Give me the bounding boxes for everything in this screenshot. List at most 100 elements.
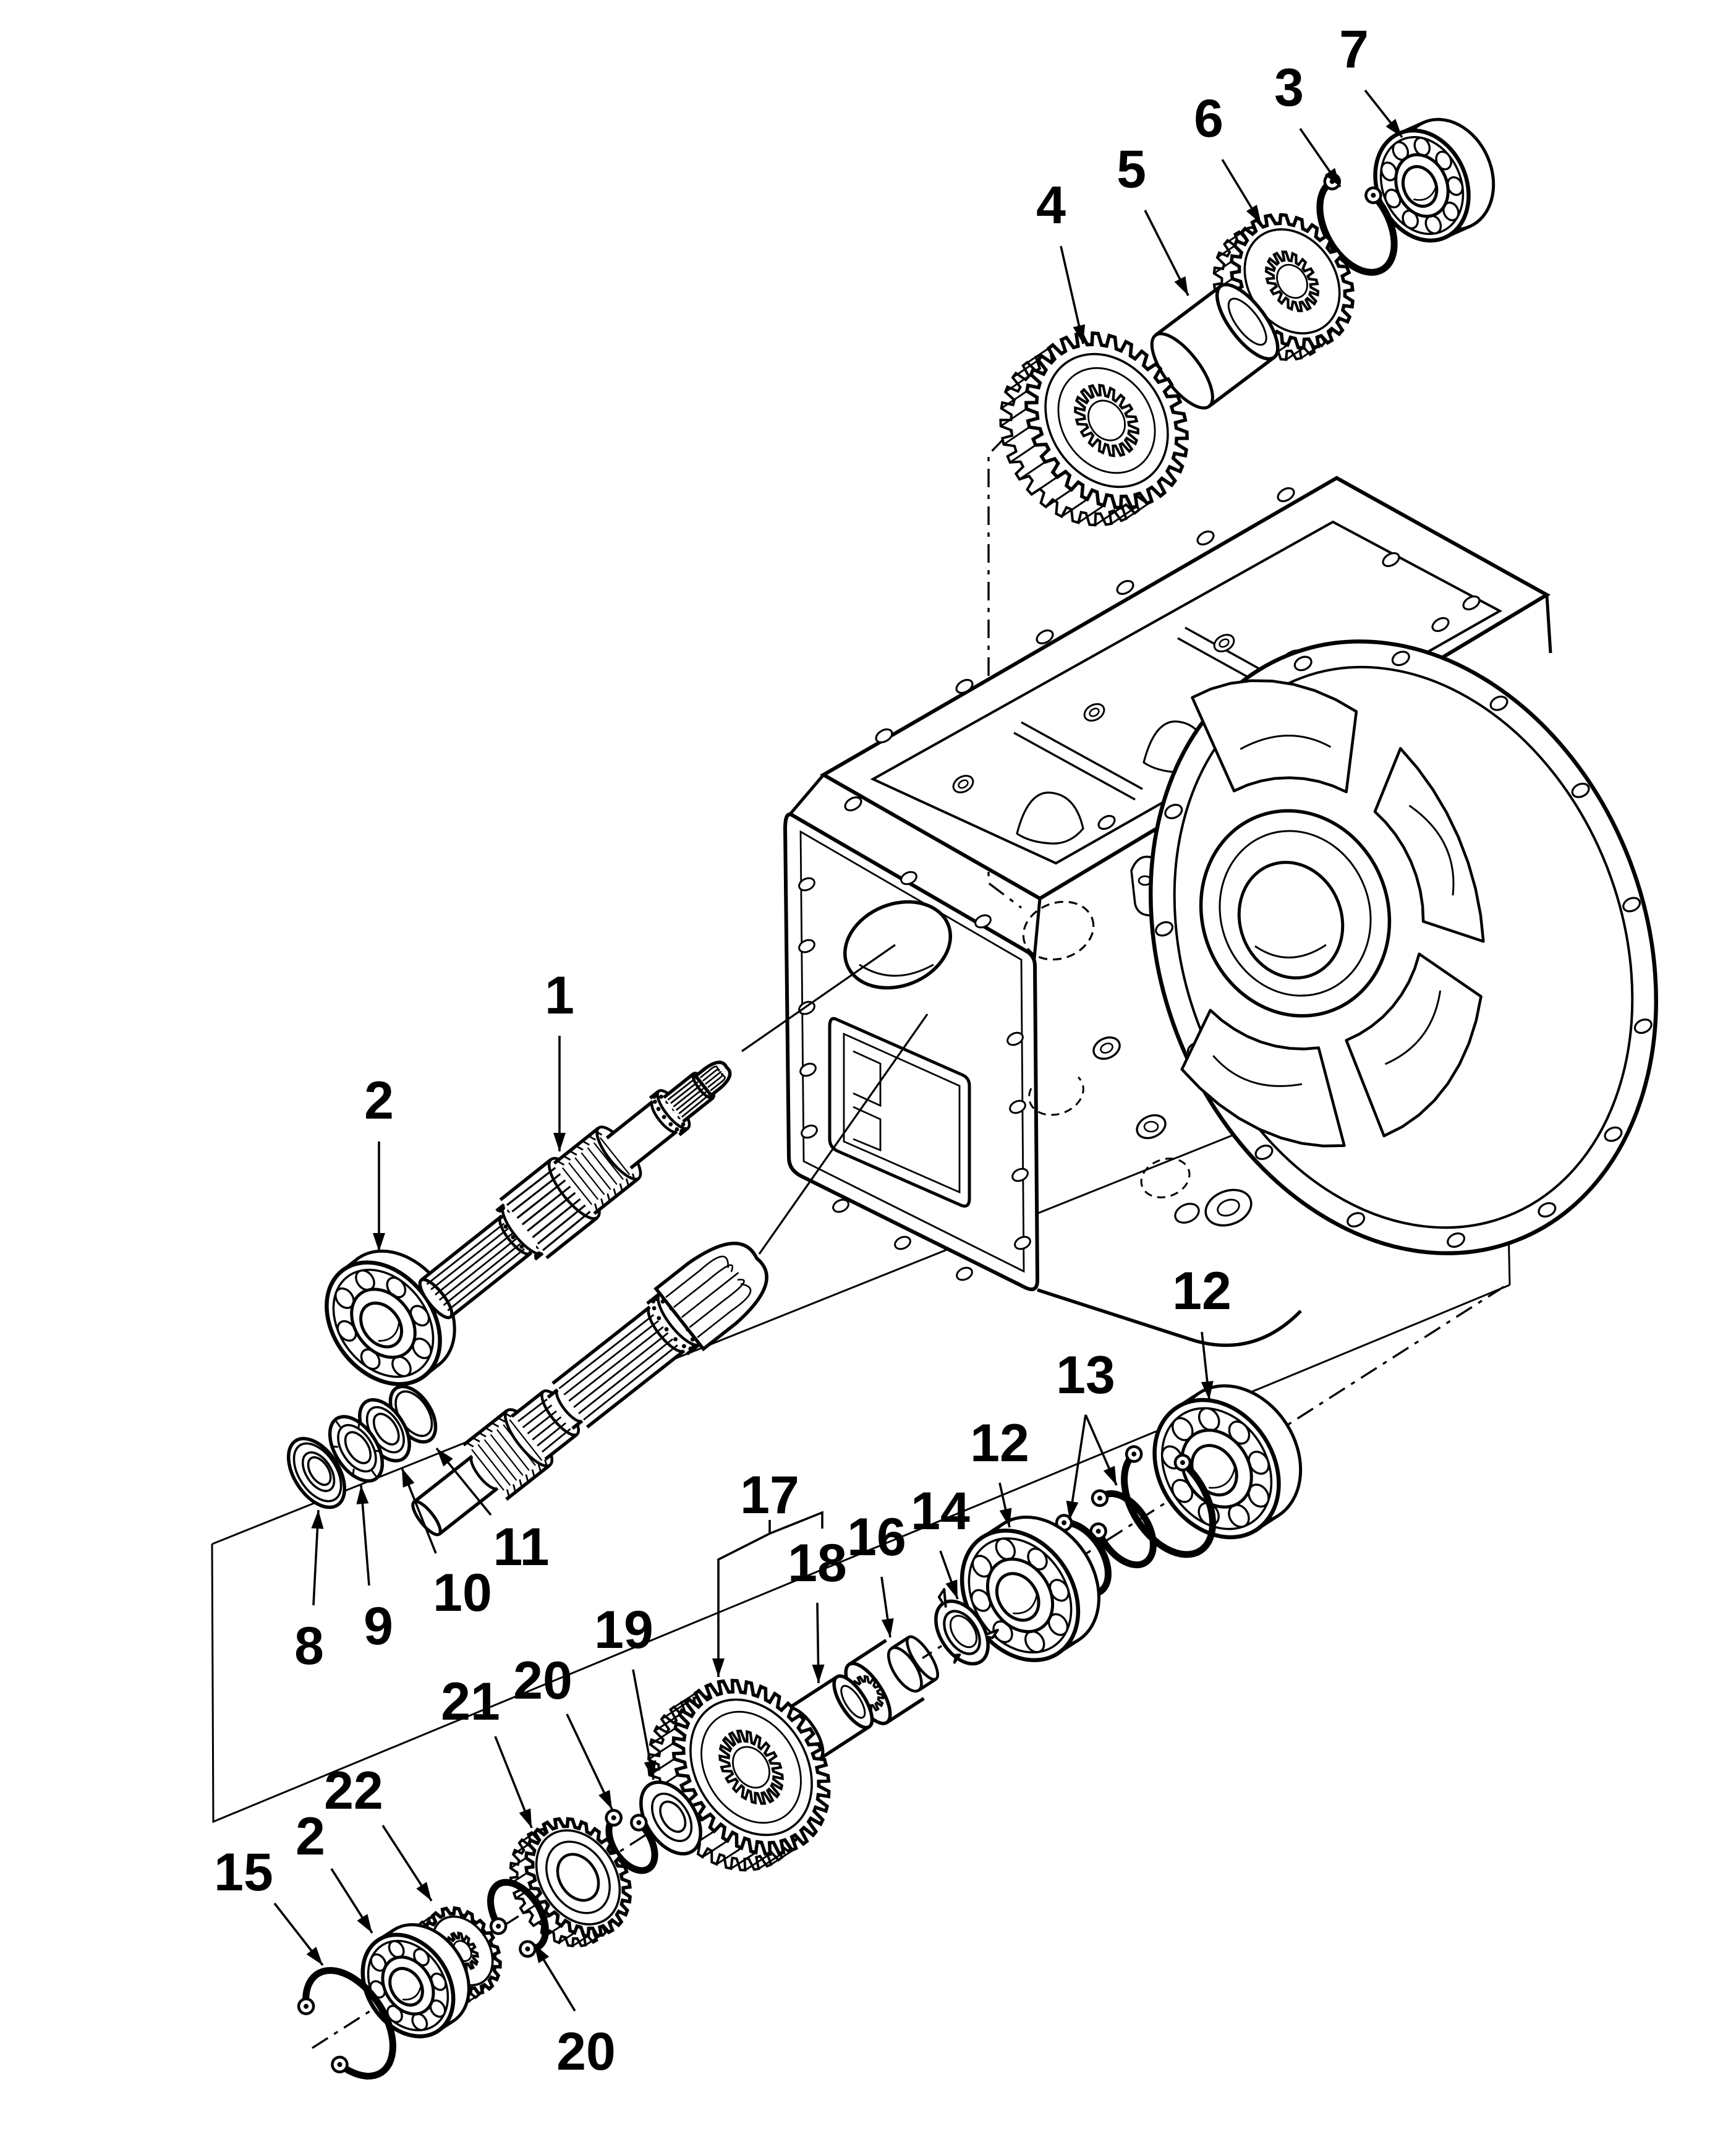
callout-number: 3 xyxy=(1274,58,1304,117)
part-snap-ring-20a xyxy=(605,1809,658,1874)
callout-number: 14 xyxy=(911,1482,970,1541)
leader-arrowhead xyxy=(1324,168,1340,187)
callout-number: 21 xyxy=(441,1672,500,1731)
part-bearing-2-lower xyxy=(360,1923,470,2039)
callout-number: 2 xyxy=(364,1071,394,1130)
leader-arrowhead xyxy=(1073,324,1086,344)
part-gear-4 xyxy=(999,331,1189,527)
transmission-case xyxy=(783,476,1658,1347)
callout-number: 11 xyxy=(493,1517,550,1577)
leader-arrowhead xyxy=(519,1808,532,1828)
part-snap-ring-15 xyxy=(297,1966,396,2080)
callout-15-23: 15 xyxy=(214,1843,324,1966)
leader-arrowhead xyxy=(1201,1381,1214,1400)
callout-number: 4 xyxy=(1036,176,1066,235)
part-pto-main-shaft xyxy=(411,1242,768,1537)
callout-number: 12 xyxy=(970,1414,1029,1473)
leader-mainshaft-to-case xyxy=(758,1013,929,1255)
callout-18-17: 18 xyxy=(788,1534,847,1684)
leader-shaft1-to-bore xyxy=(741,944,896,1052)
leader-line xyxy=(717,1520,771,1677)
callout-number: 13 xyxy=(1056,1346,1115,1405)
callout-number: 9 xyxy=(364,1597,393,1656)
part-bearing-12-left xyxy=(959,1515,1100,1662)
callout-2-1: 2 xyxy=(364,1071,394,1252)
leader-arrowhead xyxy=(598,1790,612,1809)
callout-13-12: 13 xyxy=(1056,1346,1118,1521)
leader-arrowhead xyxy=(306,1947,323,1965)
callout-14-14: 14 xyxy=(911,1482,970,1600)
leader-line xyxy=(632,1669,655,1780)
flange-window xyxy=(1191,679,1358,793)
part-gear-21 xyxy=(509,1817,632,1948)
callout-4-2: 4 xyxy=(1036,176,1086,344)
leader-arrowhead xyxy=(553,1133,566,1151)
leader-line xyxy=(769,1511,823,1535)
flange-window xyxy=(1180,1009,1346,1148)
leader-arrowhead xyxy=(373,1233,385,1252)
callout-19-18: 19 xyxy=(594,1600,657,1780)
callout-number: 17 xyxy=(740,1466,799,1525)
layer-parts xyxy=(286,117,1496,2080)
countershaft-axis xyxy=(312,1282,1509,2049)
hidden-bearing-bore xyxy=(1022,900,1095,961)
leader-arrowhead xyxy=(812,1664,825,1683)
callout-number: 20 xyxy=(513,1651,572,1710)
leader-arrowhead xyxy=(1174,276,1188,296)
leader-arrowhead xyxy=(534,1944,550,1963)
callout-number: 15 xyxy=(214,1843,273,1902)
callout-10-9: 10 xyxy=(401,1467,492,1623)
part-snap-ring-large xyxy=(1121,1445,1217,1558)
callout-16-15: 16 xyxy=(847,1508,906,1638)
gear4-install-centerline xyxy=(987,409,1032,909)
flange-window xyxy=(1373,747,1485,943)
leader-arrowhead xyxy=(357,1914,372,1933)
leader-arrowhead xyxy=(945,1579,958,1599)
callout-20-19: 20 xyxy=(513,1651,613,1810)
callout-number: 16 xyxy=(847,1508,906,1567)
part-coupling-16 xyxy=(844,1635,939,1725)
callout-12-11: 12 xyxy=(1172,1261,1232,1401)
part-bearing-7 xyxy=(1373,117,1496,243)
callout-number: 22 xyxy=(324,1761,383,1820)
callout-17-16: 17 xyxy=(712,1466,823,1677)
part-snap-ring-13b xyxy=(1089,1489,1157,1569)
callout-number: 7 xyxy=(1339,20,1369,79)
callout-6-4: 6 xyxy=(1194,89,1262,224)
callout-5-3: 5 xyxy=(1117,140,1189,296)
leader-arrowhead xyxy=(416,1882,432,1901)
part-ring-8 xyxy=(286,1436,347,1509)
callout-number: 20 xyxy=(556,2022,616,2081)
callout-3-5: 3 xyxy=(1274,58,1342,188)
leader-arrowhead xyxy=(644,1760,657,1780)
leader-arrowhead xyxy=(1246,205,1261,224)
callout-9-8: 9 xyxy=(356,1485,393,1656)
callout-1-0: 1 xyxy=(545,966,574,1151)
leader-arrowhead xyxy=(1103,1466,1117,1485)
callout-number: 8 xyxy=(294,1616,324,1676)
callout-7-6: 7 xyxy=(1339,20,1403,139)
leader-arrowhead xyxy=(356,1485,369,1504)
part-ring-9 xyxy=(328,1415,385,1483)
callout-number: 10 xyxy=(433,1563,492,1623)
callout-22-21: 22 xyxy=(324,1761,433,1901)
layer-leader-lines xyxy=(741,944,929,1255)
callout-2-22: 2 xyxy=(296,1807,373,1934)
callout-11-10: 11 xyxy=(435,1447,550,1577)
leader-arrowhead xyxy=(712,1658,725,1677)
callout-21-20: 21 xyxy=(441,1672,533,1829)
callout-number: 6 xyxy=(1194,89,1223,148)
leader-arrowhead xyxy=(1066,1500,1079,1520)
callout-number: 19 xyxy=(594,1600,653,1660)
callout-number: 18 xyxy=(788,1534,847,1593)
leader-arrowhead xyxy=(881,1618,894,1637)
layer-housing xyxy=(783,476,1658,1347)
part-lock-ring-14 xyxy=(934,1588,999,1666)
callout-number: 1 xyxy=(545,966,574,1025)
leader-arrowhead xyxy=(402,1468,415,1488)
part-input-shaft-1 xyxy=(418,1060,732,1320)
callout-12-13: 12 xyxy=(970,1414,1029,1528)
